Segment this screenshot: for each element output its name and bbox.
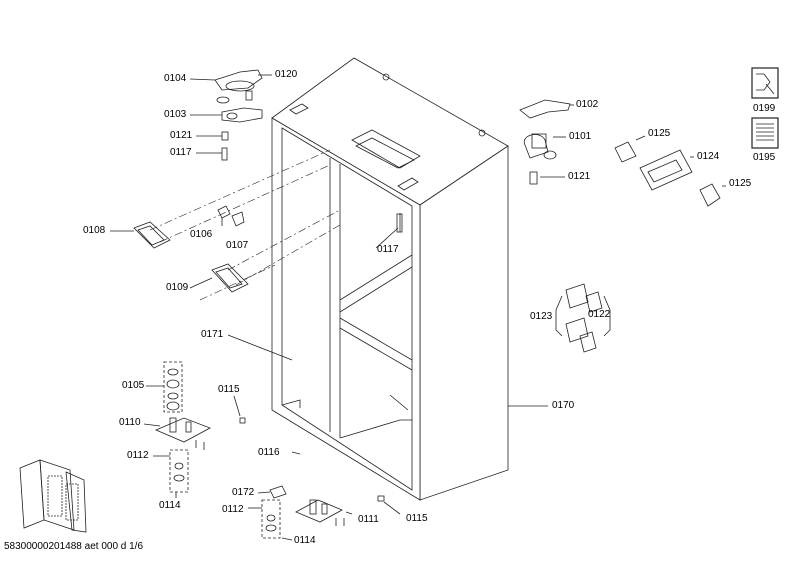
appliance-thumbnail [19, 459, 87, 533]
control-electronics [614, 135, 726, 207]
part-label-0101: 0101 [569, 131, 592, 142]
part-label-0125-right: 0125 [729, 178, 752, 189]
part-label-0117-top: 0117 [170, 147, 192, 158]
part-label-0172: 0172 [232, 487, 255, 498]
part-label-0195: 0195 [753, 152, 776, 163]
middle-hinges [110, 205, 249, 293]
part-label-0103: 0103 [164, 109, 187, 120]
part-label-0121-top: 0121 [170, 130, 193, 141]
part-label-0123: 0123 [530, 311, 553, 322]
top-hinge-left [189, 69, 272, 161]
part-label-0106: 0106 [190, 229, 213, 240]
service-icons [751, 67, 779, 149]
part-label-0122: 0122 [588, 309, 611, 320]
cabinet-body [149, 57, 509, 501]
part-label-0104: 0104 [164, 73, 187, 84]
part-label-0115-right: 0115 [406, 513, 428, 524]
lower-hinge-left [143, 361, 211, 498]
part-label-0112-right: 0112 [222, 504, 244, 515]
part-label-0116: 0116 [258, 447, 280, 458]
part-label-0109: 0109 [166, 282, 189, 293]
part-label-0110: 0110 [119, 417, 141, 428]
part-label-0120: 0120 [275, 69, 298, 80]
part-label-0114-left: 0114 [159, 500, 181, 511]
document-footer-code: 58300000201488 aet 000 d 1/6 [4, 541, 144, 552]
part-label-0108: 0108 [83, 225, 106, 236]
part-label-0124: 0124 [697, 151, 720, 162]
lower-hinge-right [233, 395, 401, 541]
part-label-0121-right: 0121 [568, 171, 591, 182]
plates [555, 283, 611, 353]
part-label-0111: 0111 [358, 514, 379, 525]
part-label-0125-left: 0125 [648, 128, 671, 139]
part-label-0117-inner: 0117 [377, 244, 399, 255]
part-label-0112-left: 0112 [127, 450, 149, 461]
part-label-0107: 0107 [226, 240, 249, 251]
part-label-0171: 0171 [201, 329, 224, 340]
part-label-0115-left: 0115 [218, 384, 240, 395]
part-label-0170: 0170 [552, 400, 575, 411]
part-label-0199: 0199 [753, 103, 776, 114]
part-label-0102: 0102 [576, 99, 599, 110]
part-label-0114-right: 0114 [294, 535, 316, 546]
part-label-0105: 0105 [122, 380, 145, 391]
top-hinge-right [519, 99, 574, 185]
